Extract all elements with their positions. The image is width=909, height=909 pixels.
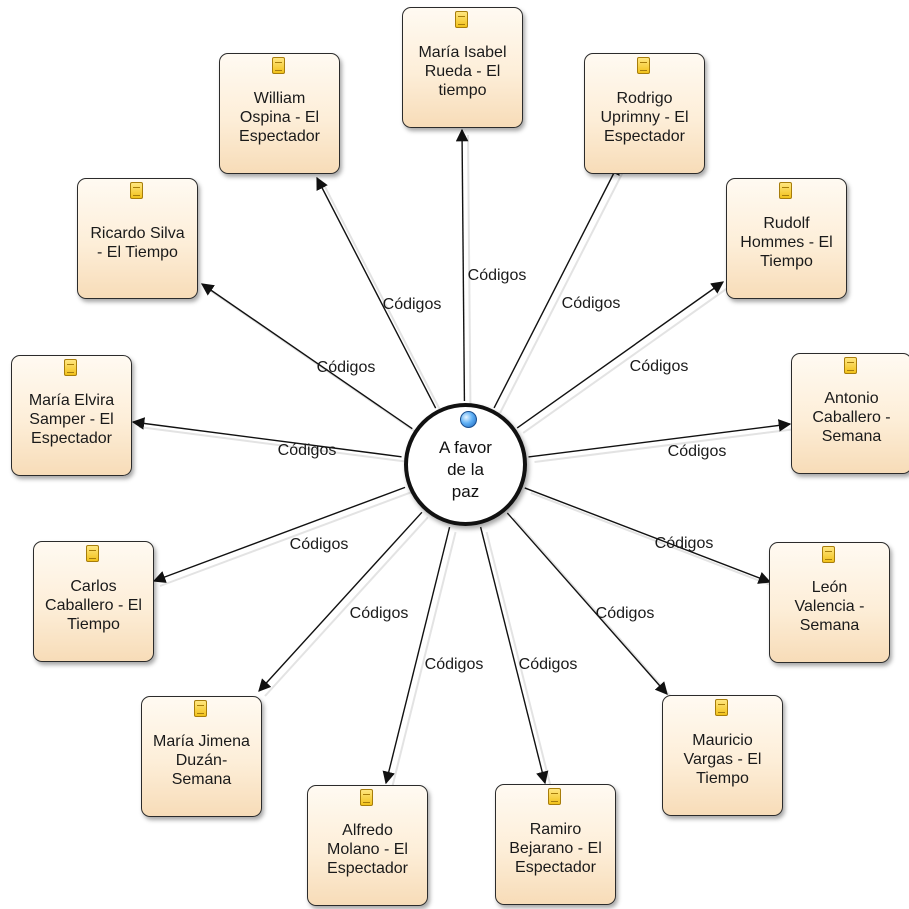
blue-dot-icon	[460, 411, 477, 428]
edge-label: Códigos	[425, 656, 484, 673]
edge-shadow	[530, 491, 777, 588]
center-node-label: A favor de la paz	[439, 437, 492, 501]
center-node[interactable]: A favor de la paz	[404, 403, 527, 526]
node-label: María Isabel Rueda - El tiempo	[418, 44, 507, 99]
node-maria-jimena-duzan[interactable]: María Jimena Duzán-Semana	[141, 696, 262, 817]
edge-label: Códigos	[668, 443, 727, 460]
edge-shadow	[467, 134, 472, 407]
edge-leon-valencia[interactable]	[524, 487, 772, 584]
edge-shadow	[499, 167, 626, 414]
node-label: María Jimena Duzán-Semana	[153, 733, 250, 788]
node-rodrigo-uprimny[interactable]: Rodrigo Uprimny - El Espectador	[584, 53, 705, 174]
edge-shadow	[207, 288, 419, 435]
node-rudolf-hommes[interactable]: Rudolf Hommes - El Tiempo	[726, 178, 847, 299]
edge-antonio-caballero[interactable]	[528, 419, 792, 458]
edge-shadow	[138, 426, 408, 463]
node-label: Mauricio Vargas - El Tiempo	[683, 732, 762, 787]
document-icon	[778, 182, 792, 199]
edge-maria-jimena-duzan[interactable]	[258, 511, 423, 692]
edge-label: Códigos	[317, 359, 376, 376]
edge-rudolf-hommes[interactable]	[516, 281, 725, 429]
document-icon	[85, 545, 99, 562]
document-icon	[636, 57, 650, 74]
node-label: Antonio Caballero - Semana	[812, 390, 891, 445]
node-label: León Valencia - Semana	[794, 579, 865, 634]
edge-shadow	[485, 531, 552, 789]
node-mauricio-vargas[interactable]: Mauricio Vargas - El Tiempo	[662, 695, 783, 816]
node-label: William Ospina - El Espectador	[239, 90, 320, 145]
edge-ramiro-bejarano[interactable]	[479, 526, 549, 785]
edge-label: Códigos	[350, 605, 409, 622]
document-icon	[129, 182, 143, 199]
edge-ricardo-silva[interactable]	[200, 283, 413, 430]
node-william-ospina[interactable]: William Ospina - El Espectador	[219, 53, 340, 174]
edge-maria-isabel-rueda[interactable]	[455, 128, 469, 402]
document-icon	[359, 789, 373, 806]
document-icon	[821, 546, 835, 563]
edge-label: Códigos	[290, 536, 349, 553]
edge-carlos-caballero[interactable]	[152, 486, 406, 583]
node-alfredo-molano[interactable]: Alfredo Molano - El Espectador	[307, 785, 428, 906]
node-label: Alfredo Molano - El Espectador	[327, 822, 408, 877]
node-maria-isabel-rueda[interactable]: María Isabel Rueda - El tiempo	[402, 7, 523, 128]
node-maria-elvira-samper[interactable]: María Elvira Samper - El Espectador	[11, 355, 132, 476]
edge-shadow	[522, 286, 730, 434]
node-ricardo-silva[interactable]: Ricardo Silva - El Tiempo	[77, 178, 198, 299]
node-carlos-caballero[interactable]: Carlos Caballero - El Tiempo	[33, 541, 154, 662]
edge-mauricio-vargas[interactable]	[506, 512, 668, 695]
edge-rodrigo-uprimny[interactable]	[493, 161, 620, 409]
node-label: Ramiro Bejarano - El Espectador	[509, 821, 602, 876]
edge-label: Códigos	[596, 605, 655, 622]
node-leon-valencia[interactable]: León Valencia - Semana	[769, 542, 890, 663]
document-icon	[843, 357, 857, 374]
node-label: Ricardo Silva - El Tiempo	[90, 224, 185, 261]
document-icon	[454, 11, 468, 28]
edge-label: Códigos	[655, 535, 714, 552]
node-label: Carlos Caballero - El Tiempo	[45, 578, 142, 633]
edge-label: Códigos	[562, 295, 621, 312]
edge-label: Códigos	[630, 358, 689, 375]
edge-alfredo-molano[interactable]	[382, 526, 451, 785]
edge-shadow	[159, 491, 412, 587]
edge-shadow	[322, 182, 443, 414]
edge-shadow	[512, 517, 674, 700]
edge-label: Códigos	[278, 442, 337, 459]
document-icon	[193, 700, 207, 717]
edge-maria-elvira-samper[interactable]	[131, 417, 402, 458]
document-icon	[714, 699, 728, 716]
document-icon	[63, 359, 77, 376]
edge-shadow	[534, 428, 797, 463]
edge-label: Códigos	[468, 267, 527, 284]
node-antonio-caballero[interactable]: Antonio Caballero - Semana	[791, 353, 909, 474]
document-icon	[271, 57, 285, 74]
edge-label: Códigos	[519, 656, 578, 673]
node-ramiro-bejarano[interactable]: Ramiro Bejarano - El Espectador	[495, 784, 616, 905]
edge-label: Códigos	[383, 296, 442, 313]
node-label: María Elvira Samper - El Espectador	[28, 392, 115, 447]
edge-shadow	[264, 516, 429, 697]
edge-william-ospina[interactable]	[316, 176, 437, 409]
document-icon	[547, 788, 561, 805]
node-label: Rudolf Hommes - El Tiempo	[740, 215, 833, 270]
edge-shadow	[391, 531, 457, 789]
node-label: Rodrigo Uprimny - El Espectador	[600, 90, 689, 145]
